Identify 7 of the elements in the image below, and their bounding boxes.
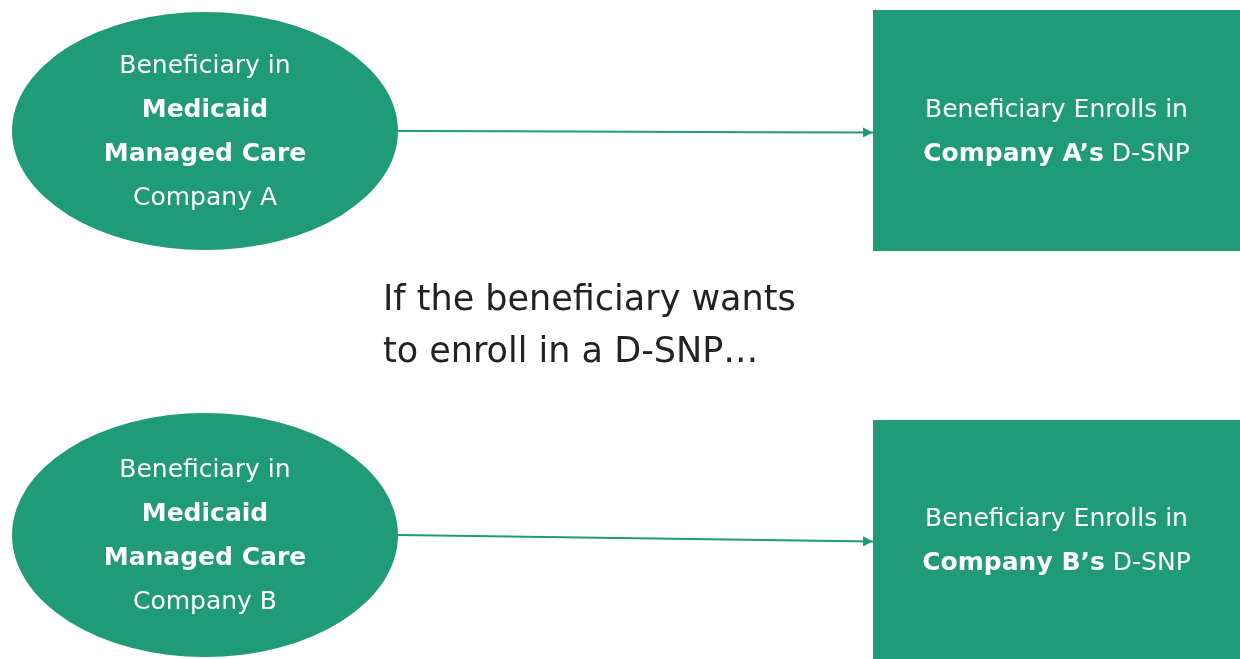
arrow [397, 534, 874, 547]
node-text: Beneficiary Enrolls in Company B’s D-SNP [921, 501, 1192, 578]
node-text: Beneficiary in Medicaid Managed Care Company B [102, 453, 308, 617]
node-text: Beneficiary Enrolls in Company A’s D-SNP [922, 92, 1191, 169]
note-text: If the beneficiary wants to enroll in a D-SNP… [383, 277, 797, 372]
arrow [397, 127, 874, 138]
node-text: Beneficiary in Medicaid Managed Care Company A [102, 49, 308, 213]
